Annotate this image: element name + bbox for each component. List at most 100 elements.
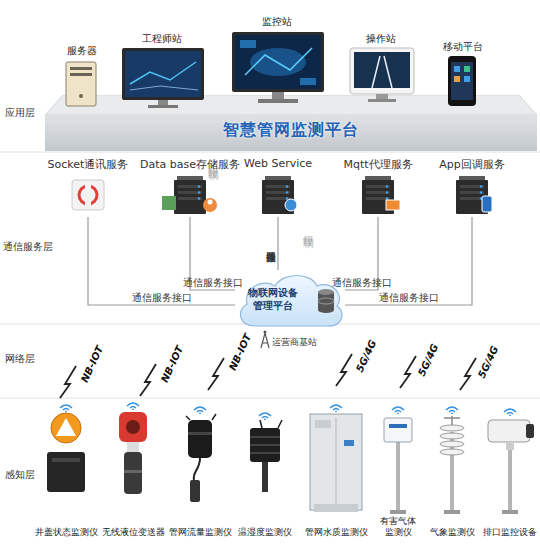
weather-station [444,417,460,419]
layer-name: 应用层 [5,106,35,120]
app-server-icon [482,196,492,212]
web-server-icon [262,176,294,214]
weather-station [440,433,464,439]
monitor-station [258,99,298,103]
wifi-symbol [127,403,139,410]
base-station-icon [261,333,269,348]
node-text: 操作站 [366,32,396,46]
server-icon [66,62,96,106]
app-server-icon [456,176,488,214]
mqtt-server-icon [362,176,394,214]
platform-band: 智慧管网监测平台 [45,95,537,151]
operator-monitor [368,99,396,102]
base-station-icon [261,331,269,349]
station-label: 运营商基站 [272,336,317,349]
server-icon [70,73,92,76]
socket-icon [72,180,104,210]
network-label: NB-IOT [159,344,186,384]
interface-label: 通信服务接口 [332,276,392,290]
wifi-symbol [446,407,458,414]
database-cylinder [318,289,334,295]
interface-label: 通信服务接口 [379,291,439,305]
gas-detector [384,418,412,442]
server-icon [70,67,92,70]
service-node: Mqtt代理服务 [328,157,428,217]
workstation-monitor [122,48,204,100]
cloud-shape [240,276,342,327]
sensor-node: 温湿度监测仪 [236,400,294,548]
sensor-node: 有害气体监测仪 [376,400,420,548]
service-node: Web Service [232,157,324,217]
monitor-station [250,48,306,76]
service-node: App回调服务 [422,157,522,217]
node-text: 有害气体监测仪 [376,516,420,539]
workstation-monitor [125,51,201,97]
layer-name: 网络层 [5,352,35,366]
watermark: 恒星物联 [300,226,315,230]
operator-monitor [350,48,414,94]
temperature-humidity-sensor [250,444,280,446]
mobile-phone [454,76,460,82]
outfall-camera [508,450,512,512]
water-quality-cabinet [310,414,362,510]
temperature-humidity-sensor [250,428,280,462]
node-text: 工程师站 [142,32,182,46]
base-station-icon [264,331,267,334]
wireless-bolt [336,354,352,386]
database-server-icon [174,176,206,214]
outfall-camera [488,420,530,442]
network-label: NB-IOT [79,344,106,384]
app-server-icon [456,176,492,214]
mobile-phone [454,66,460,72]
mobile-phone [448,56,476,106]
database-server-icon [162,196,176,210]
network-label: 5G/4G [416,342,440,377]
gas-detector [384,418,412,514]
terminal-node: 操作站 [346,32,416,102]
manhole-sensor [47,452,85,492]
node-text: 管网水质监测仪 [305,527,368,538]
weather-station [440,441,464,447]
node-text: 无线液位变送器 [102,527,165,538]
outfall-camera [506,442,514,450]
node-text: Socket通讯服务 [48,157,129,172]
node-text: 监控站 [262,15,292,29]
wifi-symbol [504,409,516,416]
wifi-symbol [60,403,516,420]
network-label: 5G/4G [476,344,500,379]
network-label: 5G/4G [354,338,378,373]
temperature-humidity-sensor [250,436,280,438]
temperature-humidity-sensor [260,420,262,428]
node-text: 气象监测仪 [430,527,475,538]
level-transmitter [124,452,142,494]
socket-icon [85,184,91,206]
terminal-node: 工程师站 [118,32,206,102]
weather-station [451,416,453,428]
temperature-humidity-sensor [250,452,280,454]
wireless-bolt [400,356,416,388]
operator-monitor [376,94,388,100]
temperature-humidity-sensor [278,420,282,428]
flow-meter [188,420,212,458]
interface-line [88,217,235,305]
socket-icon [79,186,97,204]
node-text: App回调服务 [439,157,505,172]
terminal-node: 服务器 [52,44,112,114]
mobile-phone [464,66,470,72]
monitor-station [232,32,324,103]
weather-station [444,510,460,514]
outfall-camera [526,424,534,438]
gas-detector [396,432,400,512]
node-text: 物联网设备管理平台 [247,287,299,312]
wireless-bolt [60,354,476,398]
flow-meter [188,432,212,435]
interface-line [277,217,278,270]
manhole-sensor [52,458,80,462]
operator-monitor [350,48,414,102]
slab-front [45,115,537,151]
database-cylinder [318,292,334,310]
water-quality-cabinet [314,504,358,512]
